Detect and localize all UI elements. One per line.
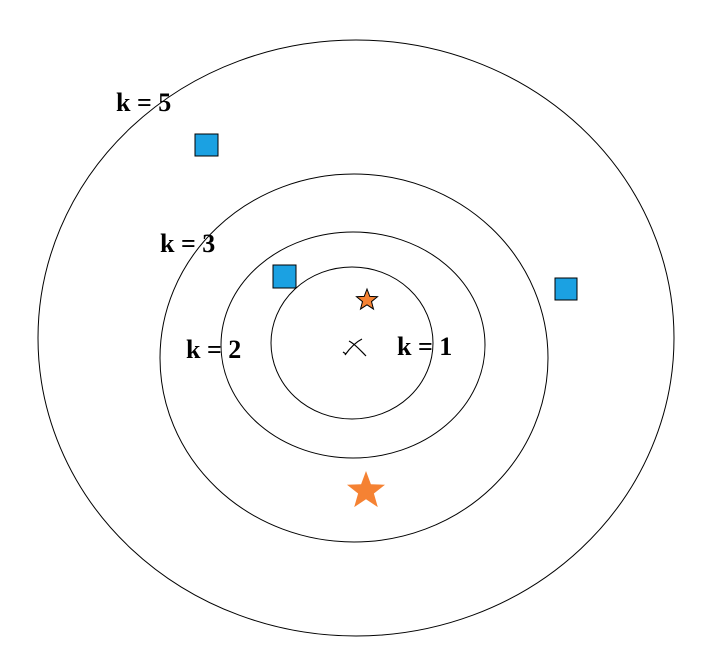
- query-point-icon: [342, 338, 367, 357]
- star-marker-large: [347, 471, 385, 508]
- label-k5: k = 5: [116, 88, 171, 117]
- label-k3: k = 3: [160, 229, 215, 258]
- ring-k3: [159, 173, 549, 543]
- label-k2: k = 2: [186, 335, 241, 364]
- ring-k5: [37, 39, 675, 637]
- ring-k1: [270, 266, 434, 420]
- square-marker-3: [554, 277, 578, 301]
- ring-k2: [220, 231, 486, 459]
- label-k1: k = 1: [397, 332, 452, 361]
- star-marker-small: [355, 287, 379, 311]
- square-marker-2: [272, 264, 297, 289]
- square-marker-1: [194, 133, 219, 157]
